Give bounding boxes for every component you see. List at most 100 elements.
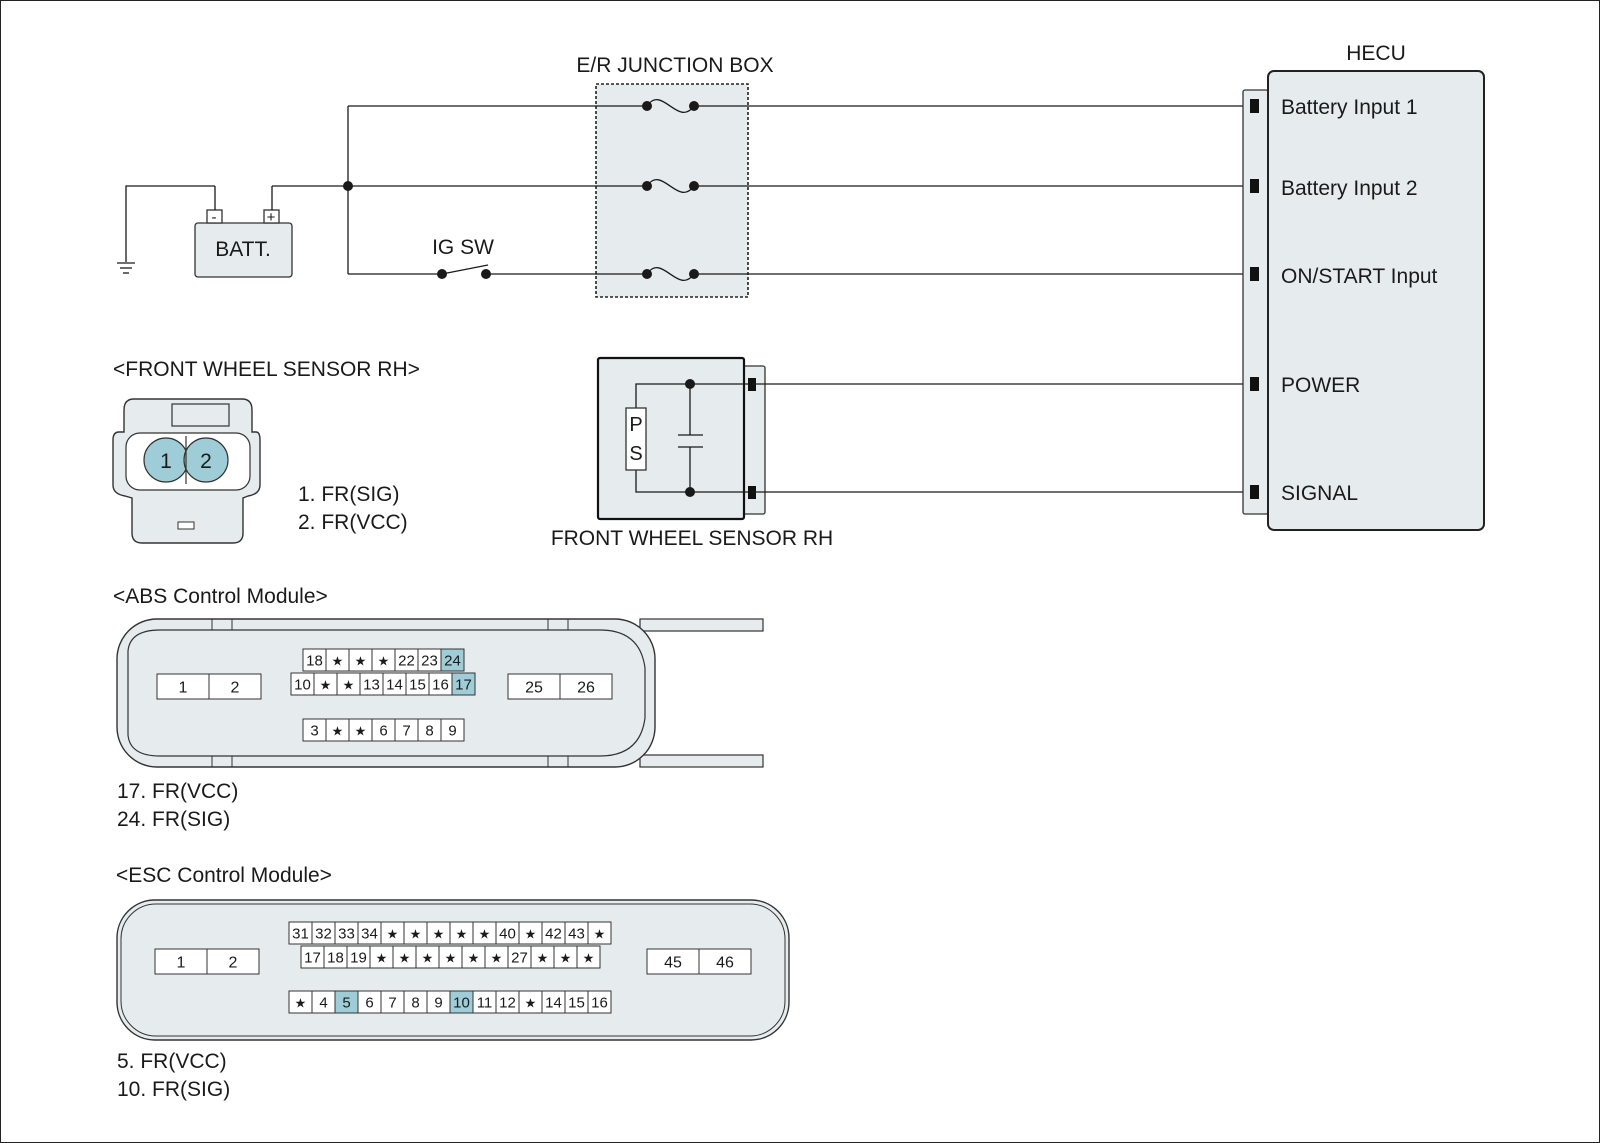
esc-module-title: <ESC Control Module> [116,864,332,887]
esc-pin-32: 32 [315,925,332,942]
ig-switch: IG SW [432,236,494,279]
esc-pin-9: 9 [434,994,442,1011]
abs-pin-unused: ★ [332,653,344,668]
abs-pin-25: 25 [525,679,543,696]
abs-pin-unused: ★ [355,723,367,738]
esc-pin-1: 1 [177,954,186,971]
esc-pin-cell [587,921,612,945]
sensor-legend-1: 1. FR(SIG) [298,483,400,506]
esc-pin-unused: ★ [445,950,457,965]
esc-pin-40: 40 [499,925,516,942]
abs-pin-10: 10 [294,676,311,693]
esc-pin-15: 15 [568,994,585,1011]
abs-pin-1: 1 [179,679,188,696]
esc-pin-unused: ★ [560,950,572,965]
hecu-pin-signal: SIGNAL [1281,482,1358,505]
abs-pin-cell [451,672,476,696]
hecu-pin-on-start-input: ON/START Input [1281,265,1438,288]
esc-pin-10: 10 [453,994,470,1011]
abs-pin-22: 22 [398,652,415,669]
schematic: - + BATT. E/R JUNCTION BOX IG SW [117,42,1485,550]
esc-pin-cell [206,948,260,975]
abs-pin-cell [559,673,613,700]
esc-pin-7: 7 [388,994,396,1011]
abs-pin-8: 8 [425,722,433,739]
sensor-connector-section: <FRONT WHEEL SENSOR RH> 1 2 1. FR(SIG) 2… [112,358,420,544]
abs-pin-cell [507,673,561,700]
esc-pin-42: 42 [545,925,562,942]
abs-pin-unused: ★ [320,677,332,692]
esc-pin-27: 27 [511,949,528,966]
sensor-pin-2 [183,437,229,483]
abs-pin-cell [440,648,465,672]
battery: - + BATT. [194,186,293,278]
esc-pin-cell [646,948,700,975]
abs-pin-cell [156,673,210,700]
sensor-pin-1-label: 1 [160,450,172,473]
esc-pin-unused: ★ [525,995,537,1010]
esc-pin-8: 8 [411,994,419,1011]
abs-pin-unused: ★ [355,653,367,668]
esc-legend-2: 10. FR(SIG) [117,1078,230,1101]
esc-pin-unused: ★ [479,926,491,941]
abs-pin-14: 14 [386,676,403,693]
abs-pin-16: 16 [432,676,449,693]
sensor-pin-2-label: 2 [200,450,212,473]
abs-module-title: <ABS Control Module> [113,585,328,608]
junction-box-title: E/R JUNCTION BOX [576,54,773,77]
esc-connector-housing [116,899,790,1041]
esc-pin-5: 5 [342,994,350,1011]
abs-pin-cell [440,718,465,742]
abs-pin-23: 23 [421,652,438,669]
abs-legend-1: 17. FR(VCC) [117,780,238,803]
esc-pin-16: 16 [591,994,608,1011]
esc-pin-unused: ★ [376,950,388,965]
abs-pin-18: 18 [306,652,323,669]
abs-pin-7: 7 [402,722,410,739]
esc-pin-unused: ★ [399,950,411,965]
esc-pin-43: 43 [568,925,585,942]
esc-pin-cell [698,948,752,975]
ground-icon [117,185,215,274]
esc-pin-31: 31 [292,925,309,942]
hecu-pin-battery-input-1: Battery Input 1 [1281,96,1418,119]
esc-pin-unused: ★ [468,950,480,965]
esc-pin-34: 34 [361,925,378,942]
hecu-title: HECU [1346,42,1406,65]
sensor-label: FRONT WHEEL SENSOR RH [551,527,833,550]
esc-pin-unused: ★ [456,926,468,941]
abs-pin-2: 2 [231,679,240,696]
esc-pin-unused: ★ [525,926,537,941]
abs-pin-unused: ★ [378,653,390,668]
hecu: HECU Battery Input 1 Battery Input 2 ON/… [1242,42,1485,531]
esc-pin-cell [576,945,601,969]
sensor-element-p: P [629,414,642,436]
abs-pin-9: 9 [448,722,456,739]
esc-pin-cell [154,948,208,975]
esc-pin-unused: ★ [594,926,606,941]
esc-pin-cell [587,990,612,1014]
abs-pin-unused: ★ [343,677,355,692]
esc-pin-18: 18 [327,949,344,966]
esc-pin-11: 11 [477,994,493,1011]
sensor-connector-title: <FRONT WHEEL SENSOR RH> [113,358,420,381]
abs-pin-3: 3 [310,722,318,739]
esc-pin-unused: ★ [387,926,399,941]
sensor-element-s: S [629,443,642,465]
esc-pin-46: 46 [716,954,734,971]
abs-pin-13: 13 [363,676,380,693]
esc-pin-14: 14 [545,994,562,1011]
esc-pin-unused: ★ [583,950,595,965]
abs-pin-17: 17 [455,676,472,693]
abs-pin-cell [208,673,262,700]
esc-pin-17: 17 [304,949,321,966]
ig-switch-label: IG SW [432,236,494,259]
battery-positive-terminal: + [267,209,276,226]
esc-pin-6: 6 [365,994,373,1011]
sensor-legend-2: 2. FR(VCC) [298,511,408,534]
esc-pin-unused: ★ [422,950,434,965]
